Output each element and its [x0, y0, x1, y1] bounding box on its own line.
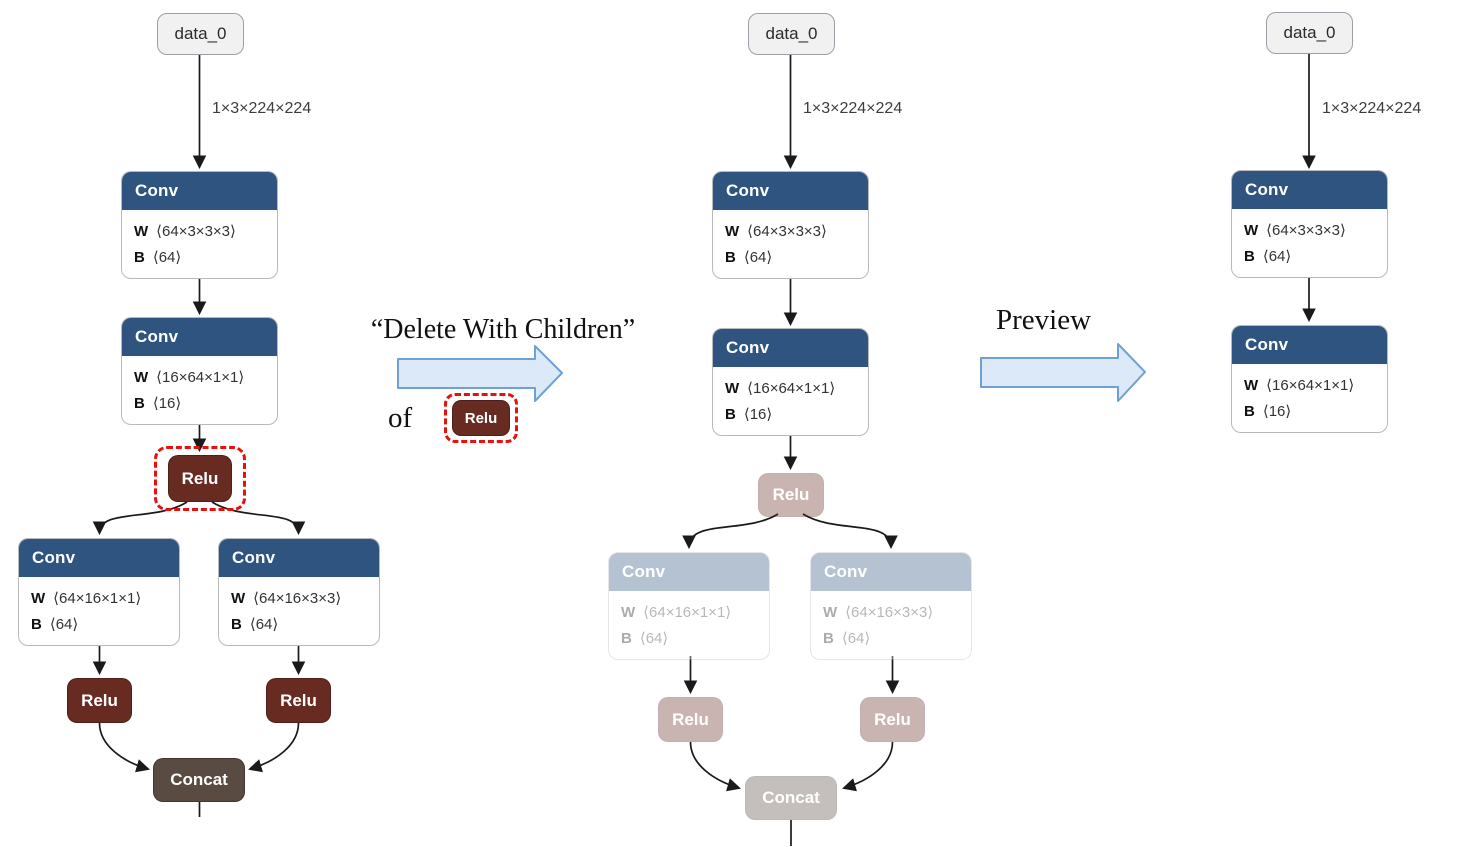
bias-row: B⟨16⟩ — [134, 394, 182, 413]
conv-node[interactable]: Conv W⟨64×16×3×3⟩ B⟨64⟩ — [218, 538, 380, 646]
weight-row: W⟨64×16×3×3⟩ — [231, 589, 342, 608]
edge-shape-label: 1×3×224×224 — [803, 100, 903, 117]
data-node[interactable]: data_0 — [748, 13, 835, 55]
conv-node[interactable]: Conv W⟨64×3×3×3⟩ B⟨64⟩ — [1231, 170, 1388, 278]
bias-row: B⟨64⟩ — [823, 629, 871, 648]
conv-node[interactable]: Conv W⟨16×64×1×1⟩ B⟨16⟩ — [712, 328, 869, 436]
concat-node-label: Concat — [170, 770, 228, 789]
delete-with-children-label: “Delete With Children” — [370, 314, 636, 345]
relu-node-label: Relu — [81, 690, 118, 710]
conv-node-title: Conv — [713, 172, 868, 212]
relu-node[interactable]: Relu — [67, 678, 132, 723]
bias-row: B⟨64⟩ — [725, 248, 773, 267]
conv-node-faded[interactable]: Conv W⟨64×16×3×3⟩ B⟨64⟩ — [810, 552, 972, 660]
conv-node-title: Conv — [1232, 171, 1387, 211]
relu-node-faded[interactable]: Relu — [860, 697, 925, 742]
data-node[interactable]: data_0 — [1266, 12, 1353, 54]
concat-node-label: Concat — [762, 788, 820, 807]
conv-node-title: Conv — [122, 172, 277, 212]
weight-row: W⟨16×64×1×1⟩ — [1244, 376, 1355, 395]
data-node-label: data_0 — [174, 24, 227, 43]
highlight-dashed-box — [444, 393, 518, 443]
preview-label: Preview — [996, 304, 1092, 336]
conv-node[interactable]: Conv W⟨64×16×1×1⟩ B⟨64⟩ — [18, 538, 180, 646]
bias-row: B⟨16⟩ — [725, 405, 773, 424]
block-arrow-right-icon — [980, 343, 1146, 402]
relu-node-faded[interactable]: Relu — [758, 473, 824, 517]
conv-node[interactable]: Conv W⟨64×3×3×3⟩ B⟨64⟩ — [712, 171, 869, 279]
conv-node-title: Conv — [219, 539, 379, 579]
bias-row: B⟨16⟩ — [1244, 402, 1292, 421]
conv-node-title: Conv — [811, 553, 971, 593]
relu-node-faded[interactable]: Relu — [658, 697, 723, 742]
weight-row: W⟨64×16×1×1⟩ — [31, 589, 142, 608]
relu-chip: Relu — [452, 400, 510, 436]
relu-node-label: Relu — [280, 690, 317, 710]
data-node[interactable]: data_0 — [157, 13, 244, 55]
data-node-label: data_0 — [1283, 23, 1336, 42]
of-label: of — [388, 402, 413, 434]
conv-node[interactable]: Conv W⟨16×64×1×1⟩ B⟨16⟩ — [1231, 325, 1388, 433]
data-node-label: data_0 — [765, 24, 818, 43]
relu-node-label: Relu — [672, 709, 709, 729]
conv-node-title: Conv — [19, 539, 179, 579]
block-arrow-right-icon — [397, 345, 563, 402]
weight-row: W⟨64×3×3×3⟩ — [1244, 221, 1346, 240]
conv-node-title: Conv — [609, 553, 769, 593]
weight-row: W⟨64×3×3×3⟩ — [134, 222, 236, 241]
relu-node[interactable]: Relu — [266, 678, 331, 723]
weight-row: W⟨64×3×3×3⟩ — [725, 222, 827, 241]
weight-row: W⟨64×16×1×1⟩ — [621, 603, 732, 622]
edge-shape-label: 1×3×224×224 — [212, 100, 312, 117]
relu-node-label: Relu — [874, 709, 911, 729]
highlight-dashed-box — [154, 446, 246, 511]
conv-node-title: Conv — [713, 329, 868, 369]
conv-node-title: Conv — [122, 318, 277, 358]
conv-node[interactable]: Conv W⟨64×3×3×3⟩ B⟨64⟩ — [121, 171, 278, 279]
conv-node[interactable]: Conv W⟨16×64×1×1⟩ B⟨16⟩ — [121, 317, 278, 425]
relu-node-label: Relu — [772, 485, 810, 504]
relu-node[interactable]: Relu — [168, 455, 232, 502]
conv-node-faded[interactable]: Conv W⟨64×16×1×1⟩ B⟨64⟩ — [608, 552, 770, 660]
concat-node-faded[interactable]: Concat — [745, 776, 837, 820]
bias-row: B⟨64⟩ — [621, 629, 669, 648]
relu-node-label: Relu — [181, 468, 219, 488]
bias-row: B⟨64⟩ — [231, 615, 279, 634]
weight-row: W⟨16×64×1×1⟩ — [725, 379, 836, 398]
relu-chip-label: Relu — [464, 409, 498, 427]
bias-row: B⟨64⟩ — [1244, 247, 1292, 266]
conv-node-title: Conv — [1232, 326, 1387, 366]
edge-shape-label: 1×3×224×224 — [1322, 100, 1422, 117]
bias-row: B⟨64⟩ — [31, 615, 79, 634]
concat-node[interactable]: Concat — [153, 758, 245, 802]
weight-row: W⟨16×64×1×1⟩ — [134, 368, 245, 387]
weight-row: W⟨64×16×3×3⟩ — [823, 603, 934, 622]
bias-row: B⟨64⟩ — [134, 248, 182, 267]
